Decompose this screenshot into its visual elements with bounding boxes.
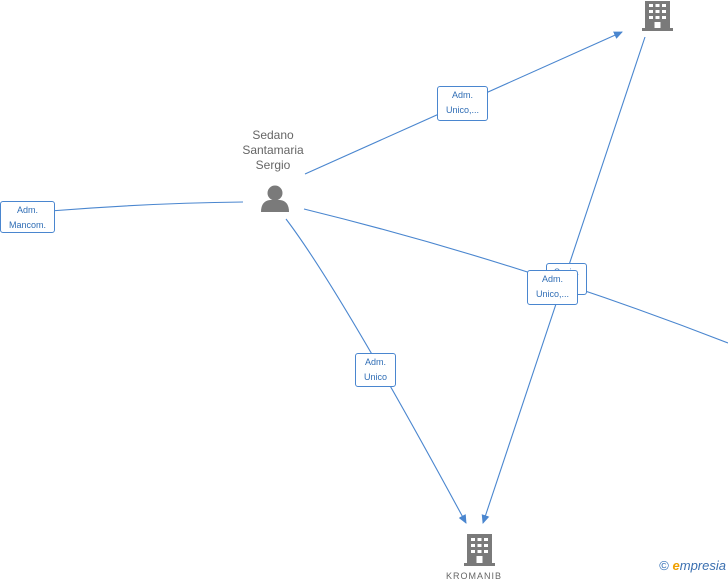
person-icon[interactable] <box>261 185 289 213</box>
person-name-label[interactable]: Sedano Santamaria Sergio <box>233 128 313 173</box>
edge-label-center-bottom-line-1: Adm. <box>364 357 386 367</box>
edge-person-to-bottom-company <box>285 218 467 524</box>
top-company-building-icon[interactable] <box>642 1 673 31</box>
edge-label-center-bottom[interactable]: Adm. Unico <box>355 353 396 387</box>
person-name-line-1: Sedano <box>252 128 294 142</box>
empresia-watermark: © empresia <box>659 558 726 573</box>
copyright-symbol: © <box>659 558 669 573</box>
brand-initial: e <box>672 558 680 573</box>
edge-label-left[interactable]: Adm. Mancom. <box>0 201 55 233</box>
edge-label-left-line-2: Mancom. <box>8 220 46 230</box>
bottom-company-building-icon[interactable] <box>464 534 495 566</box>
bottom-company-name[interactable]: KROMANIB <box>446 571 503 581</box>
edge-label-top-right-line-2: Unico,... <box>445 105 479 115</box>
person-name-line-2: Santamaria <box>242 143 304 157</box>
edge-label-right-middle-line-2: Unico,... <box>535 289 569 299</box>
edge-person-to-left-company <box>49 201 244 212</box>
edge-label-left-line-1: Adm. <box>16 205 38 215</box>
edge-label-center-bottom-line-2: Unico <box>363 372 387 382</box>
brand-name: mpresia <box>679 558 726 573</box>
person-name-line-3: Sergio <box>255 158 291 172</box>
edge-label-top-right[interactable]: Adm. Unico,... <box>437 86 488 121</box>
edge-label-right-middle-line-1: Adm. <box>541 274 563 284</box>
edge-label-right-middle[interactable]: Adm. Unico,... <box>527 270 578 305</box>
edge-label-top-right-line-1: Adm. <box>451 90 473 100</box>
edge-person-to-right-company <box>303 208 728 344</box>
